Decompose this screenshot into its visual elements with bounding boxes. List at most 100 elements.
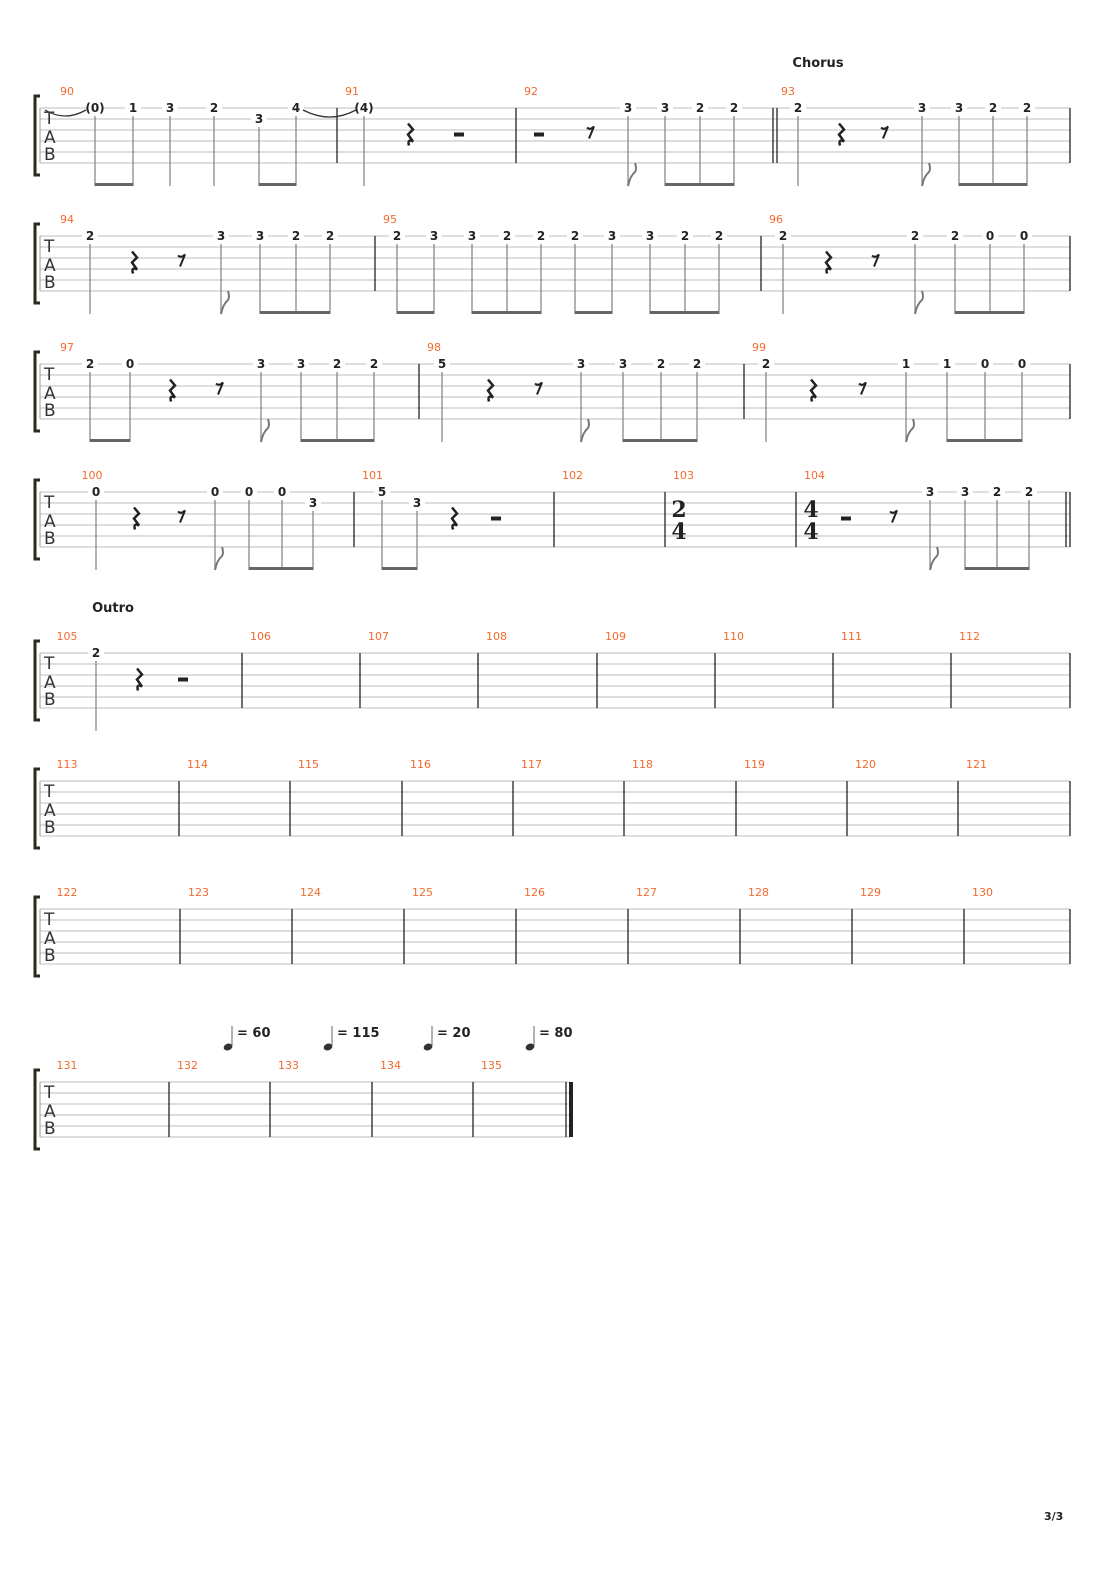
fret-background	[426, 230, 442, 241]
fret-background	[88, 486, 104, 497]
fret-number: 0	[986, 229, 994, 243]
beam	[472, 311, 541, 314]
time-signature-top: 2	[671, 497, 686, 523]
measure-number: 90	[60, 85, 74, 98]
fret-background	[573, 358, 589, 369]
measure-number: 95	[383, 213, 397, 226]
tab-clef-t: T	[43, 237, 55, 257]
fret-number: 2	[92, 646, 100, 660]
fret-background	[689, 358, 705, 369]
measure-number: 107	[368, 630, 389, 643]
measure-number: 92	[524, 85, 538, 98]
measure-number: 103	[673, 469, 694, 482]
tempo-marking: = 60	[237, 1026, 271, 1041]
fret-number: 3	[624, 101, 632, 115]
fret-background	[274, 486, 290, 497]
measure-number: 117	[521, 758, 542, 771]
fret-background	[657, 102, 673, 113]
eighth-flag	[921, 162, 931, 187]
fret-background	[914, 102, 930, 113]
fret-number: 3	[166, 101, 174, 115]
quarter-rest	[837, 122, 846, 146]
fret-background	[162, 102, 178, 113]
section-label: Outro	[92, 601, 134, 616]
tab-clef-a: A	[44, 128, 56, 148]
fret-background	[1021, 486, 1037, 497]
fret-number: 2	[715, 229, 723, 243]
eighth-flag	[627, 162, 637, 187]
beam	[95, 183, 133, 186]
beam	[260, 311, 330, 314]
eighth-rest	[177, 509, 186, 523]
fret-background	[206, 102, 222, 113]
fret-background	[711, 230, 727, 241]
tie	[44, 109, 87, 117]
fret-number: 3	[257, 357, 265, 371]
fret-number: 2	[393, 229, 401, 243]
fret-background	[122, 358, 138, 369]
fret-background	[790, 102, 806, 113]
tab-clef-a: A	[44, 512, 56, 532]
measure-number: 112	[959, 630, 980, 643]
half-rest	[178, 677, 188, 682]
measure-number: 104	[804, 469, 825, 482]
fret-background	[305, 497, 321, 508]
quarter-rest	[130, 250, 139, 274]
tab-clef-a: A	[44, 1102, 56, 1122]
fret-number: 3	[646, 229, 654, 243]
eighth-flag	[929, 546, 939, 571]
measure-number: 110	[723, 630, 744, 643]
fret-number: 4	[292, 101, 300, 115]
half-rest	[841, 516, 851, 521]
final-barline-thick	[569, 1082, 573, 1137]
fret-background	[253, 358, 269, 369]
eighth-rest	[889, 509, 898, 523]
fret-background	[125, 102, 141, 113]
fret-number: 2	[911, 229, 919, 243]
fret-background	[951, 102, 967, 113]
time-signature-top: 4	[803, 497, 818, 523]
fret-number: 2	[86, 357, 94, 371]
fret-number: 3	[297, 357, 305, 371]
fret-background	[1016, 230, 1032, 241]
beam	[301, 439, 374, 442]
time-signature-bottom: 4	[803, 519, 818, 545]
eighth-flag	[914, 290, 924, 315]
beam	[665, 183, 734, 186]
fret-number: 2	[762, 357, 770, 371]
fret-number: 0	[1018, 357, 1026, 371]
fret-number: 3	[255, 112, 263, 126]
measure-number: 116	[410, 758, 431, 771]
measure-number: 106	[250, 630, 271, 643]
eighth-rest	[177, 253, 186, 267]
fret-background	[642, 230, 658, 241]
fret-number: 3	[926, 485, 934, 499]
fret-background	[758, 358, 774, 369]
fret-background	[653, 358, 669, 369]
fret-background	[87, 102, 103, 113]
fret-background	[82, 358, 98, 369]
measure-number: 105	[57, 630, 78, 643]
fret-background	[775, 230, 791, 241]
fret-number: 3	[430, 229, 438, 243]
measure-number: 109	[605, 630, 626, 643]
measure-number: 114	[187, 758, 208, 771]
measure-number: 100	[82, 469, 103, 482]
measure-number: 128	[748, 886, 769, 899]
measure-number: 122	[57, 886, 78, 899]
beam	[959, 183, 1027, 186]
fret-number: 2	[993, 485, 1001, 499]
fret-number: 2	[1025, 485, 1033, 499]
fret-number: 3	[955, 101, 963, 115]
quarter-rest	[809, 378, 818, 402]
fret-number: 0	[245, 485, 253, 499]
fret-background	[82, 230, 98, 241]
fret-background	[241, 486, 257, 497]
tab-clef-a: A	[44, 801, 56, 821]
tab-clef-b: B	[44, 690, 56, 710]
measure-number: 91	[345, 85, 359, 98]
